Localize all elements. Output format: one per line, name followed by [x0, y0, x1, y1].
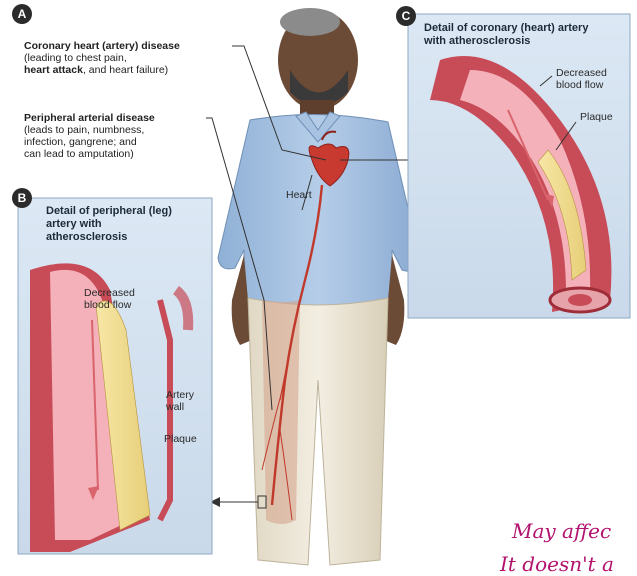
- peripheral-label: Peripheral arterial disease (leads to pa…: [24, 112, 214, 160]
- badge-c: C: [396, 6, 416, 26]
- coronary-line2: heart attack, and heart failure): [24, 64, 234, 76]
- panel-b-decreased-line1: Decreased: [84, 287, 135, 299]
- panel-b-wall-line2: wall: [165, 401, 184, 413]
- badge-a: A: [12, 4, 32, 24]
- badge-b: B: [12, 188, 32, 208]
- panel-b-decreased-line2: blood flow: [84, 299, 132, 311]
- coronary-title: Coronary heart (artery) disease: [24, 40, 180, 52]
- handwritten-note-line1: May affec: [512, 519, 611, 543]
- panel-b-title: Detail of peripheral (leg) artery with a…: [46, 205, 206, 244]
- peripheral-title: Peripheral arterial disease: [24, 112, 155, 124]
- panel-c-plaque: Plaque: [580, 111, 613, 123]
- coronary-line1: (leading to chest pain,: [24, 52, 234, 64]
- panel-c-decreased-line2: blood flow: [556, 79, 604, 91]
- peripheral-line2: infection, gangrene; and: [24, 136, 214, 148]
- peripheral-line1: (leads to pain, numbness,: [24, 124, 214, 136]
- panel-c-decreased-line1: Decreased: [556, 67, 607, 79]
- panel-b-plaque: Plaque: [164, 433, 197, 445]
- man-figure: [218, 8, 420, 565]
- peripheral-line3: can lead to amputation): [24, 148, 214, 160]
- heart-label: Heart: [286, 189, 312, 201]
- panel-c: [408, 14, 630, 318]
- panel-b-wall-line1: Artery: [166, 389, 195, 401]
- handwritten-note-line2: It doesn't a: [500, 552, 614, 576]
- panel-c-title: Detail of coronary (heart) artery with a…: [424, 22, 624, 48]
- coronary-label: Coronary heart (artery) disease (leading…: [24, 40, 234, 76]
- panel-b: [18, 198, 212, 554]
